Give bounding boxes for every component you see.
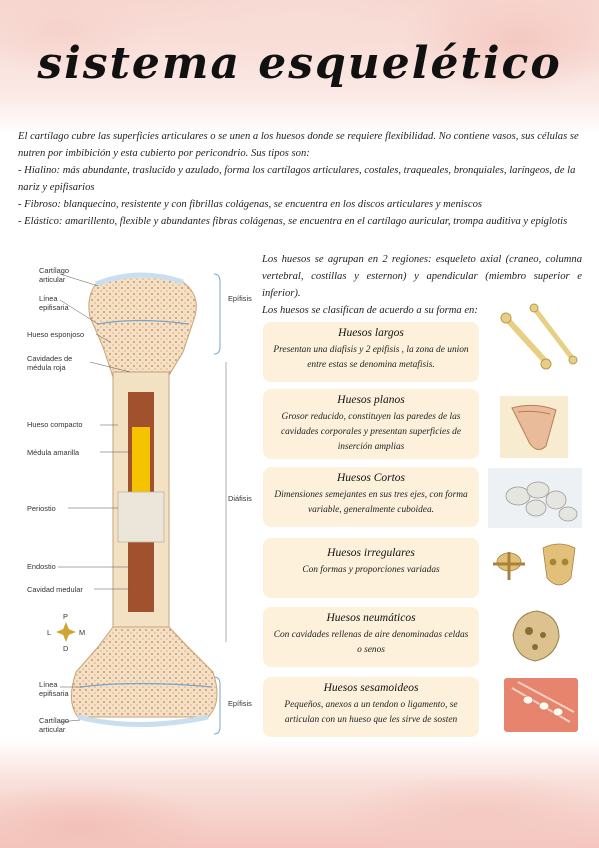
orientation-compass bbox=[56, 622, 76, 642]
epiphysis-bottom-bracket bbox=[213, 676, 221, 735]
intro-paragraph: El cartílago cubre las superficies artic… bbox=[18, 131, 579, 159]
long-bone-illustration bbox=[56, 272, 227, 735]
flat-bone-image-frame bbox=[500, 396, 568, 458]
lower-articular-cartilage bbox=[77, 714, 209, 727]
card-title: Huesos neumáticos bbox=[326, 612, 416, 624]
header-watercolor-wash bbox=[0, 0, 599, 135]
intro-elastico: - Elástico: amarillento, flexible y abun… bbox=[18, 216, 568, 227]
label-hueso-esponjoso: Hueso esponjoso bbox=[27, 330, 85, 339]
label-hueso-compacto: Hueso compacto bbox=[27, 420, 83, 429]
card-text: Con cavidades rellenas de aire denominad… bbox=[273, 630, 469, 655]
short-bones-image bbox=[488, 468, 582, 528]
card-huesos-irregulares: Huesos irregulares Con formas y proporci… bbox=[263, 538, 479, 598]
label-diafisis: Diáfisis bbox=[228, 494, 252, 503]
card-huesos-neumaticos: Huesos neumáticos Con cavidades rellenas… bbox=[263, 607, 479, 667]
periosteum-band bbox=[117, 491, 165, 543]
card-title: Huesos sesamoideos bbox=[323, 682, 419, 694]
label-endostio: Endostio bbox=[27, 562, 56, 571]
epiphysis-top-bracket bbox=[213, 273, 221, 355]
intro-fibroso: - Fibroso: blanquecino, resistente y con… bbox=[18, 199, 482, 210]
lower-epiphysis bbox=[71, 626, 218, 718]
yellow-marrow bbox=[132, 427, 150, 502]
long-bones-image bbox=[500, 303, 578, 370]
label-periostio: Periostio bbox=[27, 504, 56, 513]
irregular-bones-image bbox=[493, 543, 576, 586]
classification-lead: Los huesos se clasifican de acuerdo a su… bbox=[262, 305, 478, 316]
card-text: Dimensiones semejantes en sus tres ejes,… bbox=[274, 490, 468, 515]
card-text: Pequeños, anexos a un tendon o ligamento… bbox=[284, 700, 458, 725]
intro-hialino: - Hialino: más abundante, traslucido y a… bbox=[18, 165, 576, 193]
footer-watercolor-wash bbox=[0, 738, 599, 848]
card-huesos-planos: Huesos planos Grosor reducido, constituy… bbox=[263, 389, 479, 459]
label-linea-epifisaria-bottom: Línea epifisaria bbox=[39, 680, 69, 698]
card-text: Presentan una diafisis y 2 epifisis , la… bbox=[273, 345, 469, 370]
card-huesos-largos: Huesos largos Presentan una diafisis y 2… bbox=[263, 322, 479, 382]
leader-lines bbox=[58, 273, 132, 723]
pneumatic-bone-image bbox=[512, 610, 560, 662]
upper-epiphyseal-line bbox=[97, 319, 189, 325]
card-huesos-sesamoideos: Huesos sesamoideos Pequeños, anexos a un… bbox=[263, 677, 479, 737]
page-title: sistema esquelético bbox=[37, 38, 562, 89]
card-title: Huesos Cortos bbox=[336, 472, 406, 484]
classification-intro: Los huesos se agrupan en 2 regiones: esq… bbox=[262, 251, 582, 319]
label-medula-amarilla: Médula amarilla bbox=[27, 448, 80, 457]
label-cavidad-medular: Cavidad medular bbox=[27, 585, 83, 594]
label-epifisis-top: Epífisis bbox=[228, 294, 252, 303]
card-text: Con formas y proporciones variadas bbox=[302, 565, 440, 575]
label-epifisis-bottom: Epífisis bbox=[228, 699, 252, 708]
scapula-image bbox=[511, 404, 557, 450]
upper-articular-cartilage bbox=[95, 272, 184, 287]
label-cavidades-medula-roja: Cavidades de médula roja bbox=[27, 354, 73, 372]
regions-paragraph: Los huesos se agrupan en 2 regiones: esq… bbox=[262, 254, 582, 299]
compass-label-p: P bbox=[63, 612, 68, 621]
card-huesos-cortos: Huesos Cortos Dimensiones semejantes en … bbox=[263, 467, 479, 527]
compass-label-d: D bbox=[63, 644, 69, 653]
card-title: Huesos largos bbox=[338, 327, 404, 339]
card-text: Grosor reducido, constituyen las paredes… bbox=[280, 412, 462, 452]
compass-label-m: M bbox=[79, 628, 86, 637]
sesamoid-bone-image bbox=[504, 678, 578, 732]
upper-epiphysis bbox=[88, 274, 197, 378]
lower-epiphyseal-line bbox=[79, 682, 213, 688]
label-linea-epifisaria-top: Línea epifisaria bbox=[39, 294, 69, 312]
label-cartilago-articular-bottom: Cartílago articular bbox=[39, 716, 69, 734]
card-title: Huesos irregulares bbox=[327, 547, 415, 559]
label-cartilago-articular-top: Cartílago articular bbox=[39, 266, 69, 284]
intro-text: El cartílago cubre las superficies artic… bbox=[18, 128, 580, 230]
card-title: Huesos planos bbox=[337, 394, 405, 406]
compass-label-l: L bbox=[47, 628, 52, 637]
long-bone-figure: Cartílago articular Línea epifisaria Hue… bbox=[18, 262, 258, 742]
